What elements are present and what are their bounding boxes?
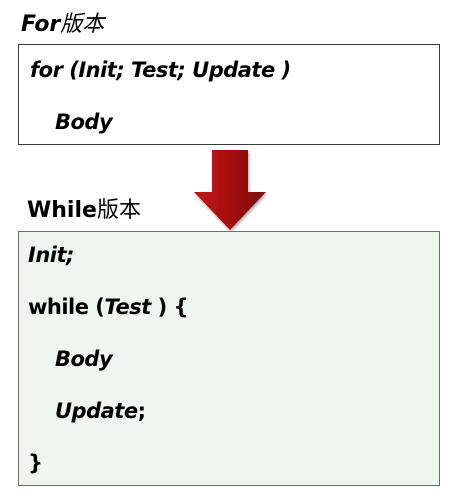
for-loop-code-box: for (Init; Test; Update ) Body	[18, 44, 440, 145]
while-condition-line: while (Test ) {	[28, 294, 188, 320]
for-version-title-cjk: 版本	[60, 12, 105, 37]
while-update-word: Update	[55, 399, 138, 423]
while-update-semicolon: ;	[137, 399, 146, 423]
for-version-title-latin: For	[21, 12, 61, 37]
for-version-title: For版本	[21, 12, 104, 38]
while-test-word: Test	[104, 295, 151, 319]
while-closing-brace: }	[28, 451, 43, 475]
for-body-line: Body	[55, 110, 113, 134]
down-arrow-icon	[194, 150, 266, 230]
for-header-line: for (Init; Test; Update )	[30, 58, 291, 82]
while-update-line: Update;	[55, 398, 146, 424]
while-body-line: Body	[55, 347, 113, 371]
while-version-title-cjk: 版本	[96, 198, 141, 223]
while-keyword: while (	[28, 295, 105, 319]
while-version-title-latin: While	[27, 198, 97, 223]
while-version-title: While版本	[27, 198, 141, 224]
while-close-paren: ) {	[157, 295, 189, 319]
while-loop-code-box: Init; while (Test ) { Body Update; }	[18, 231, 440, 486]
while-init-line: Init;	[28, 243, 74, 267]
